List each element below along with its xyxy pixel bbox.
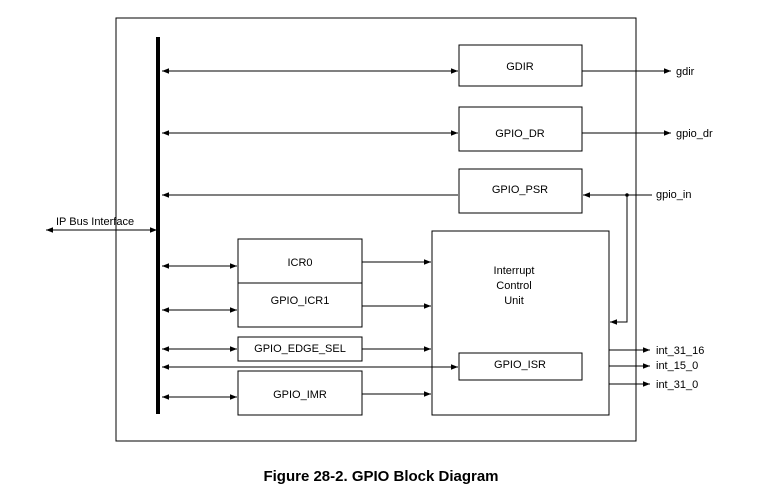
gpio-psr-label: GPIO_PSR <box>492 184 548 196</box>
gpio-dr-label: GPIO_DR <box>495 128 545 140</box>
icr0-block <box>237 238 363 284</box>
icr0-label: ICR0 <box>287 257 312 269</box>
interrupt-control-unit-label-line-2: Control <box>496 280 531 292</box>
int-31-0-label: int_31_0 <box>656 379 698 391</box>
ip-bus-interface-label: IP Bus Interface <box>56 216 134 228</box>
gpio-dr-signal-label: gpio_dr <box>676 128 713 140</box>
gpio-edge-sel-block <box>237 336 363 362</box>
interrupt-control-unit-label-line-1: Interrupt <box>494 265 535 277</box>
gpio-in-to-icu-line <box>610 195 628 325</box>
figure-caption: Figure 28-2. GPIO Block Diagram <box>263 468 498 485</box>
gpio-psr-block <box>458 168 583 214</box>
interrupt-control-unit-block <box>431 230 610 416</box>
gpio-edge-sel-label: GPIO_EDGE_SEL <box>254 343 346 355</box>
gdir-label: GDIR <box>506 61 534 73</box>
gpio-icr1-label: GPIO_ICR1 <box>271 295 330 307</box>
gpio-in-signal-label: gpio_in <box>656 189 691 201</box>
gpio-imr-label: GPIO_IMR <box>273 389 327 401</box>
int-15-0-label: int_15_0 <box>656 360 698 372</box>
gpio-isr-block <box>458 352 583 381</box>
gpio-isr-label: GPIO_ISR <box>494 359 546 371</box>
gdir-block <box>458 44 583 87</box>
interrupt-control-unit-label-line-3: Unit <box>504 295 524 307</box>
int-31-16-label: int_31_16 <box>656 345 704 357</box>
gpio-imr-block <box>237 370 363 416</box>
gpio-dr-block <box>458 106 583 152</box>
gpio-icr1-block <box>237 282 363 328</box>
gdir-signal-label: gdir <box>676 66 695 78</box>
